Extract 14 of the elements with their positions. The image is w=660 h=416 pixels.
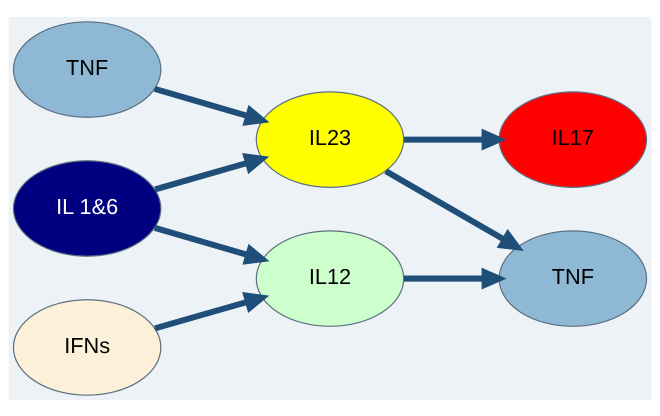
node-ellipse: IL17	[498, 90, 648, 188]
node-ellipse: IL 1&6	[12, 160, 162, 256]
arrow	[384, 168, 524, 250]
arrow	[154, 85, 270, 126]
node-ellipse: IL23	[256, 90, 404, 188]
node-ellipse: TNF	[12, 20, 162, 118]
node-ellipse: TNF	[498, 230, 648, 326]
arrow	[404, 128, 507, 150]
arrow	[154, 292, 270, 331]
arrow	[404, 267, 507, 290]
node-ellipse: IFNs	[12, 298, 162, 396]
arrow	[154, 224, 270, 264]
arrow	[154, 152, 270, 192]
node-ellipse: IL12	[256, 230, 404, 326]
